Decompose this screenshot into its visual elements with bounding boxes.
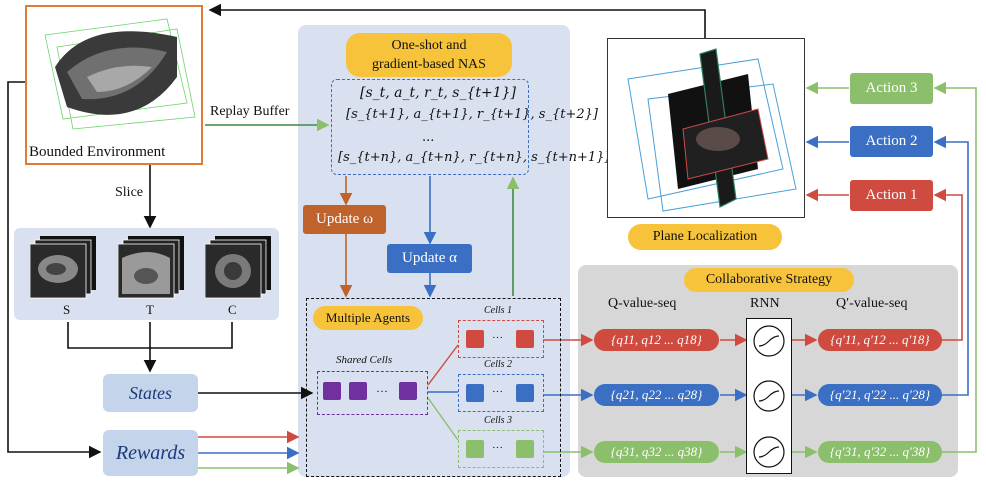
volume-render-icon (44, 18, 196, 130)
rnn-units (753, 325, 785, 468)
q-seq-3: {q31, q32 ... q38} (594, 441, 719, 463)
states-box: States (103, 374, 198, 412)
cells-2-box (458, 374, 544, 412)
slice-label: Slice (115, 185, 143, 200)
cells-3-label: Cells 3 (484, 415, 513, 426)
ellipsis: ··· (376, 384, 388, 398)
slice-image-icon (29, 236, 96, 299)
rnn-unit-icon (753, 325, 785, 357)
action-1-box: Action 1 (850, 180, 933, 211)
q-seq-1: {q11, q12 ... q18} (594, 329, 719, 351)
update-omega-box: Update ω (303, 205, 386, 234)
plane-localization-label: Plane Localization (628, 224, 782, 250)
replay-buffer-label: Replay Buffer (210, 104, 290, 119)
q-prime-header: Q′-value-seq (836, 296, 908, 311)
shared-cells-box (317, 371, 428, 415)
cells-3-box (458, 430, 544, 468)
q-seq-2: {q21, q22 ... q28} (594, 384, 719, 406)
action-2-box: Action 2 (850, 126, 933, 157)
ellipsis: ··· (492, 386, 503, 398)
cells-1-box (458, 320, 544, 358)
ellipsis: ··· (492, 332, 503, 344)
ellipsis: ··· (492, 442, 503, 454)
q-value-header: Q-value-seq (608, 296, 677, 311)
shared-cell-cube (323, 382, 341, 400)
slice-image-icon (204, 236, 271, 299)
view-label-c: C (228, 302, 237, 317)
rnn-unit-icon (753, 380, 785, 412)
buffer-row: [s_t, a_t, r_t, s_{t+1}] (360, 85, 516, 101)
update-alpha-box: Update α (387, 244, 472, 273)
q-prime-seq-3: {q′31, q′32 ... q′38} (818, 441, 942, 463)
view-label-s: S (63, 302, 71, 317)
cell-cube (466, 384, 484, 402)
shared-cells-label: Shared Cells (336, 354, 393, 366)
slice-image-icon (117, 236, 184, 299)
q-prime-seq-2: {q′21, q′22 ... q′28} (818, 384, 942, 406)
rewards-box: Rewards (103, 430, 198, 476)
nas-title: One-shot and gradient-based NAS (346, 33, 512, 77)
q-prime-seq-1: {q′11, q′12 ... q′18} (818, 329, 942, 351)
cell-cube (466, 330, 484, 348)
cells-1-label: Cells 1 (484, 305, 513, 316)
buffer-row: ... (422, 130, 435, 145)
cell-cube (466, 440, 484, 458)
multiple-agents-box (306, 298, 561, 477)
shared-cell-cube (399, 382, 417, 400)
view-label-t: T (146, 302, 154, 317)
cell-cube (516, 384, 534, 402)
buffer-row: [s_{t+1}, a_{t+1}, r_{t+1}, s_{t+2}] (346, 107, 598, 122)
collab-title: Collaborative Strategy (684, 268, 854, 292)
nas-title-line1: One-shot and (391, 38, 467, 53)
cells-2-label: Cells 2 (484, 359, 513, 370)
replay-buffer-box (331, 79, 529, 175)
slice-stack-c (204, 236, 275, 305)
cell-cube (516, 440, 534, 458)
environment-label: Bounded Environment (29, 144, 166, 160)
action-3-box: Action 3 (850, 73, 933, 104)
plane-render-icon (627, 48, 797, 212)
rnn-unit-icon (753, 436, 785, 468)
nas-title-line2: gradient-based NAS (372, 57, 486, 72)
multiple-agents-title: Multiple Agents (313, 306, 423, 330)
rnn-header: RNN (750, 296, 780, 311)
slice-stack-t (117, 236, 188, 305)
slice-stack-s (29, 236, 100, 305)
plane-localization-view (607, 38, 805, 218)
environment-box: Bounded Environment (25, 5, 203, 165)
cell-cube (516, 330, 534, 348)
shared-cell-cube (349, 382, 367, 400)
buffer-row: [s_{t+n}, a_{t+n}, r_{t+n}, s_{t+n+1}] (338, 150, 610, 165)
